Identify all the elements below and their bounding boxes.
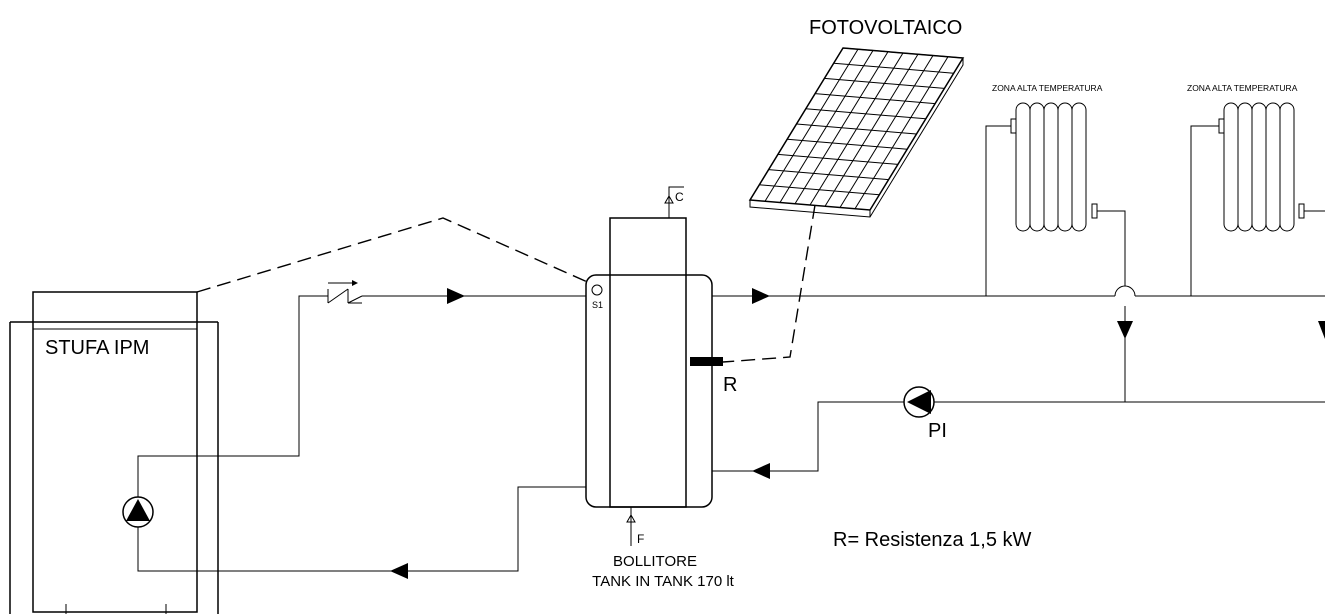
sensor-s1 xyxy=(591,284,603,296)
pv-grid-line xyxy=(777,153,898,165)
radiator-zone-1 xyxy=(1010,102,1098,232)
pv-grid-line xyxy=(768,169,889,181)
zone-1-return xyxy=(1097,210,1126,286)
hot-outlet-label: C xyxy=(675,190,684,204)
zone-1-supply xyxy=(985,125,1011,296)
return-arrow-stove xyxy=(390,563,408,579)
zone-2-supply xyxy=(1190,125,1219,296)
zone-1-label: ZONA ALTA TEMPERATURA xyxy=(992,83,1103,93)
return-arrow-tank xyxy=(752,463,770,479)
pv-dashed-line xyxy=(722,204,816,363)
hot-outlet-marker xyxy=(664,194,674,204)
tank-label-line1: BOLLITORE xyxy=(613,553,697,570)
radiator-zone-2 xyxy=(1218,102,1305,232)
pv-grid-line xyxy=(833,62,954,74)
stove-label: STUFA IPM xyxy=(45,337,149,359)
zone-1-return-arrow xyxy=(1117,321,1133,339)
pv-grid-line xyxy=(815,93,936,105)
photovoltaic-panel xyxy=(748,47,965,218)
pv-grid-line xyxy=(796,123,917,135)
pv-grid-line xyxy=(824,77,945,89)
stove-pump xyxy=(122,496,154,528)
sensor-label: S1 xyxy=(592,300,603,310)
pv-grid-line xyxy=(759,184,880,196)
electric-resistor xyxy=(690,357,723,366)
supply-arrow xyxy=(752,288,770,304)
zone-2-label: ZONA ALTA TEMPERATURA xyxy=(1187,83,1298,93)
hot-outlet-pipe xyxy=(668,186,684,218)
photovoltaic-label: FOTOVOLTAICO xyxy=(809,17,962,39)
tank-label-line2: TANK IN TANK 170 lt xyxy=(592,573,735,590)
tank-in-tank-boiler xyxy=(585,217,713,508)
sensor-signal-line xyxy=(196,217,593,293)
return-pipe-tank-to-stove xyxy=(137,486,586,572)
supply-hop xyxy=(1114,285,1136,297)
resistor-legend: R= Resistenza 1,5 kW xyxy=(833,529,1032,551)
cold-inlet-marker xyxy=(626,513,636,523)
stove-unit xyxy=(9,291,219,614)
return-pipe-to-tank xyxy=(712,401,904,472)
zone-2-return-arrow xyxy=(1318,321,1325,339)
flow-arrow-stove xyxy=(447,288,465,304)
pump-label: PI xyxy=(928,420,947,442)
check-valve xyxy=(327,280,363,304)
cold-inlet-label: F xyxy=(637,532,644,546)
flow-pipe-stove-to-tank xyxy=(137,295,328,497)
pv-grid-line xyxy=(787,138,908,150)
resistor-label: R xyxy=(723,374,737,396)
circulation-pump-pi xyxy=(903,386,935,418)
pv-grid-line xyxy=(805,108,926,120)
